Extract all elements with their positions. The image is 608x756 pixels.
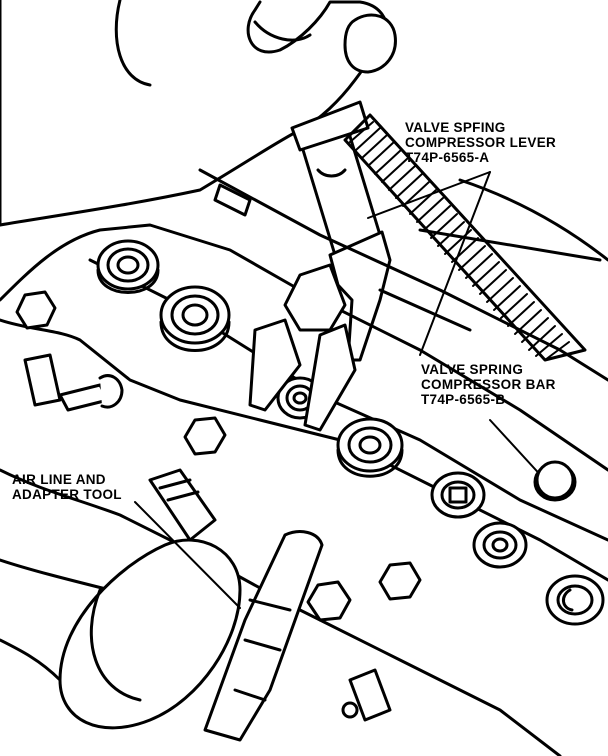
valve-spring-2 — [159, 285, 231, 352]
label-bar-line3: T74P-6565-B — [421, 392, 506, 407]
valve-spring-5 — [430, 471, 486, 519]
spring-coil — [343, 113, 587, 362]
label-lever-line2: COMPRESSOR LEVER — [405, 135, 557, 150]
label-lever-line3: T74P-6565-A — [405, 150, 490, 165]
valve-spring-7 — [545, 574, 605, 626]
label-compressor-bar: VALVE SPRING COMPRESSOR BAR T74P-6565-B — [421, 362, 556, 407]
label-air-line1: AIR LINE AND — [12, 472, 106, 487]
valve-spring-1 — [96, 239, 160, 294]
compressor-lever — [290, 100, 392, 362]
compressor-bar — [248, 263, 357, 432]
label-lever-line1: VALVE SPFING — [405, 120, 506, 135]
valve-cap — [535, 460, 575, 500]
valve-spring-6 — [472, 521, 528, 569]
valve-spring-4 — [336, 417, 404, 478]
air-line-adapter — [23, 353, 392, 742]
label-air-line2: ADAPTER TOOL — [12, 487, 122, 502]
valve-springs — [96, 239, 605, 626]
leader-lines — [134, 171, 546, 609]
label-bar-line1: VALVE SPRING — [421, 362, 524, 377]
label-bar-line2: COMPRESSOR BAR — [421, 377, 556, 392]
label-compressor-lever: VALVE SPFING COMPRESSOR LEVER T74P-6565-… — [405, 120, 556, 165]
label-air-line: AIR LINE AND ADAPTER TOOL — [12, 472, 122, 502]
hand-illustration — [0, 0, 397, 227]
